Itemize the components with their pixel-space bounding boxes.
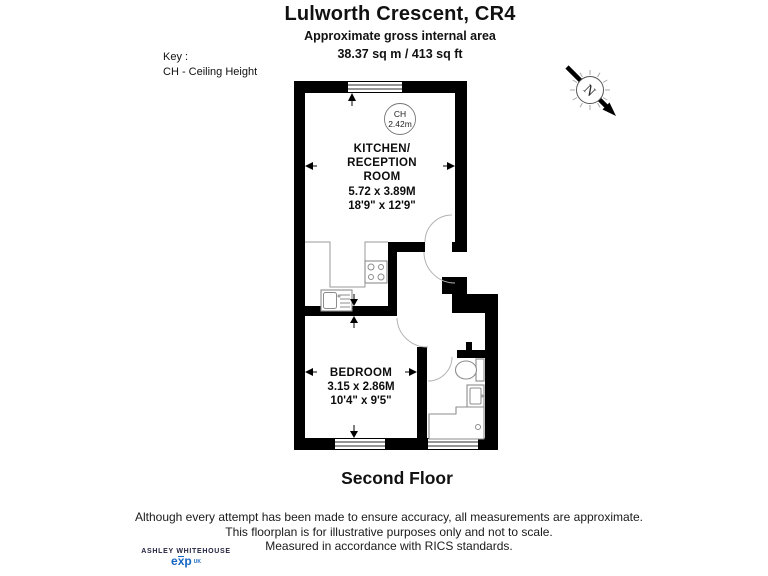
compass-arrowhead [602,102,616,116]
sink-bowl [323,292,337,309]
kitchen-label: KITCHEN/ RECEPTION ROOM 5.72 x 3.89M 18'… [347,143,417,212]
key-ceiling-height: CH - Ceiling Height [163,66,258,78]
ceiling-height-badge: CH 2.42m [384,103,416,135]
exp-logo-e: e [171,554,178,568]
key-title: Key : [163,51,189,63]
stair-step-1 [442,277,467,294]
bathtub-drain [475,424,481,430]
kitchen-counter [305,241,388,288]
wall-right-lower [485,313,498,450]
door-kitchen [424,214,453,243]
page-title: Lulworth Crescent, CR4 [284,3,516,25]
bedroom-dims-metric: 3.15 x 2.86M [327,381,394,393]
wall-bedroom-bathroom [417,347,427,438]
disclaimer-line-3: Measured in accordance with RICS standar… [265,539,513,553]
door-bathroom [427,356,453,382]
wall-hall-top-right [452,242,467,252]
kitchen-fixtures [305,241,388,312]
disclaimer-line-1: Although every attempt has been made to … [134,510,644,524]
compass-circle [576,76,604,104]
ch-value: 2.42m [388,119,412,129]
agent-name: ASHLEY WHITEHOUSE [141,548,231,555]
wall-hall-top-left [397,242,425,252]
exp-logo-p: p [184,554,192,568]
ch-label: CH [394,109,406,119]
wall-bathroom-jamb [466,342,472,350]
windows [335,82,478,449]
compass-shaft2 [597,97,609,109]
door-entrance [423,251,456,284]
kitchen-name-2: RECEPTION [347,157,417,169]
wall-kitchen-hall [388,242,397,316]
toilet-bowl [454,360,478,380]
bedroom-label: BEDROOM 3.15 x 2.86M 10'4" x 9'5" [327,367,394,407]
bedroom-dims-imperial: 10'4" x 9'5" [330,395,391,407]
north-arrow-compass: N [565,65,616,116]
gross-internal-area: 38.37 sq m / 413 sq ft [337,47,463,61]
wall-bathroom-top [457,350,498,358]
bathroom-fixtures [428,358,485,440]
compass-shaft [565,65,583,83]
toilet-cistern [475,358,485,382]
exp-logo-x: x [177,554,185,568]
window-top [348,82,402,92]
kitchen-name-3: ROOM [364,171,401,183]
exp-logo-uk: UK [193,559,201,565]
door-bedroom [396,317,429,348]
disclaimer: Although every attempt has been made to … [5,510,768,554]
kitchen-dims-metric: 5.72 x 3.89M [348,186,415,198]
measurement-markers [305,93,455,438]
bathtub [428,406,485,440]
kitchen-name-1: KITCHEN/ [354,143,411,155]
wall-right-upper [455,81,467,252]
ch-circle [384,103,416,135]
key-legend: Key : CH - Ceiling Height [163,50,257,80]
window-bedroom [335,439,385,449]
bedroom-name: BEDROOM [330,367,392,379]
kitchen-dims-imperial: 18'9" x 12'9" [348,200,416,212]
disclaimer-line-2: This floorplan is for illustrative purpo… [225,524,553,539]
door-arcs [396,214,456,382]
compass-ticks [570,70,610,110]
hob [364,260,388,284]
window-bathroom [428,439,478,449]
page-subtitle: Approximate gross internal area [304,29,496,43]
header: Lulworth Crescent, CR4 Approximate gross… [16,0,768,61]
wall-left [294,81,305,450]
stair-step-2 [452,294,498,313]
floor-label: Second Floor [341,468,453,488]
